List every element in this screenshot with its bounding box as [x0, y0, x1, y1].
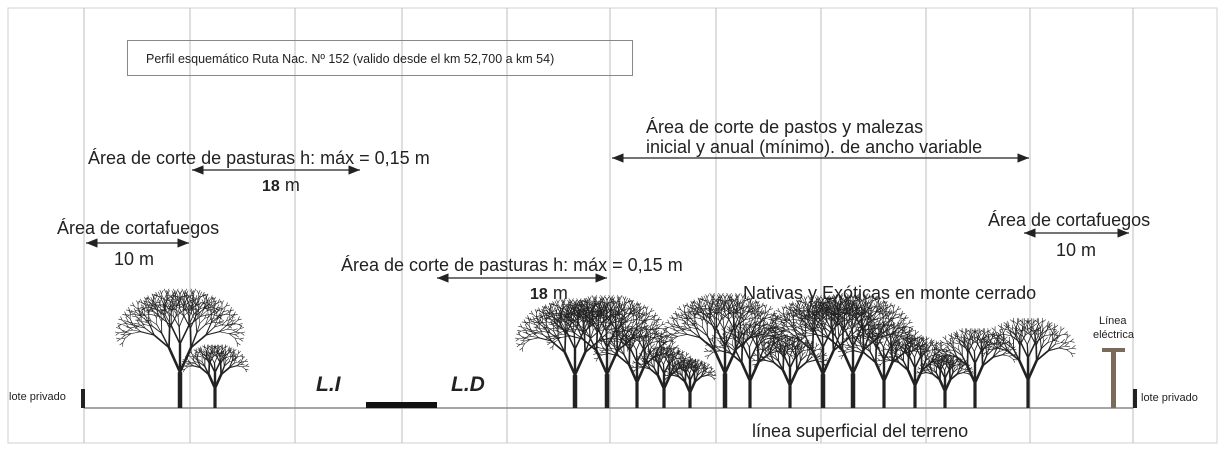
lote-post-left	[81, 389, 85, 408]
label-pastos-malezas-line1: Área de corte de pastos y malezas	[646, 117, 924, 137]
tree-icon	[663, 358, 717, 408]
label-terreno: línea superficial del terreno	[752, 421, 969, 441]
label-li: L.I	[316, 373, 341, 396]
tree-icon	[751, 336, 829, 408]
label-linea-electrica-1: Línea	[1099, 315, 1127, 327]
label-corte-pasturas-left: Área de corte de pasturas h: máx = 0,15 …	[88, 148, 430, 168]
label-linea-electrica-2: eléctrica	[1093, 329, 1134, 341]
outer-frame	[7, 7, 1218, 444]
dim-unit: m	[552, 283, 568, 303]
tree-icon	[979, 317, 1077, 408]
tree-icon	[545, 295, 669, 408]
tree-icon	[114, 288, 246, 408]
dim-unit: m	[284, 175, 300, 195]
lote-post-right	[1133, 389, 1137, 408]
dim-10m-left: 10 m	[114, 249, 155, 269]
tree-icon	[662, 292, 788, 408]
label-lote-privado-left: lote privado	[9, 391, 66, 403]
dim-18m-right: 18 m	[530, 284, 568, 303]
label-lote-privado-right: lote privado	[1141, 392, 1198, 404]
tree-icon	[761, 295, 885, 408]
dim-value: 18	[530, 286, 548, 303]
tree-icon	[703, 321, 797, 408]
power-pole-icon	[1102, 348, 1125, 408]
dim-18m-left: 18 m	[262, 176, 300, 195]
label-corte-pasturas-right: Área de corte de pasturas h: máx = 0,15 …	[341, 255, 683, 275]
label-pastos-malezas-line2: inicial y anual (mínimo). de ancho varia…	[646, 137, 983, 157]
road-surface	[366, 402, 437, 408]
diagram-title: Perfil esquemático Ruta Nac. Nº 152 (val…	[127, 40, 633, 76]
tree-icon	[180, 344, 250, 408]
label-cortafuegos-right: Área de cortafuegos	[988, 210, 1151, 230]
tree-icon	[630, 346, 698, 408]
label-ld: L.D	[451, 373, 485, 396]
tree-icon	[592, 326, 682, 408]
dim-10m-right: 10 m	[1056, 240, 1097, 260]
trees-group	[114, 288, 1077, 408]
dim-value: 18	[262, 178, 280, 195]
label-nativas-exoticas: Nativas y Exóticas en monte cerrado	[743, 283, 1037, 303]
label-cortafuegos-left: Área de cortafuegos	[57, 218, 220, 238]
